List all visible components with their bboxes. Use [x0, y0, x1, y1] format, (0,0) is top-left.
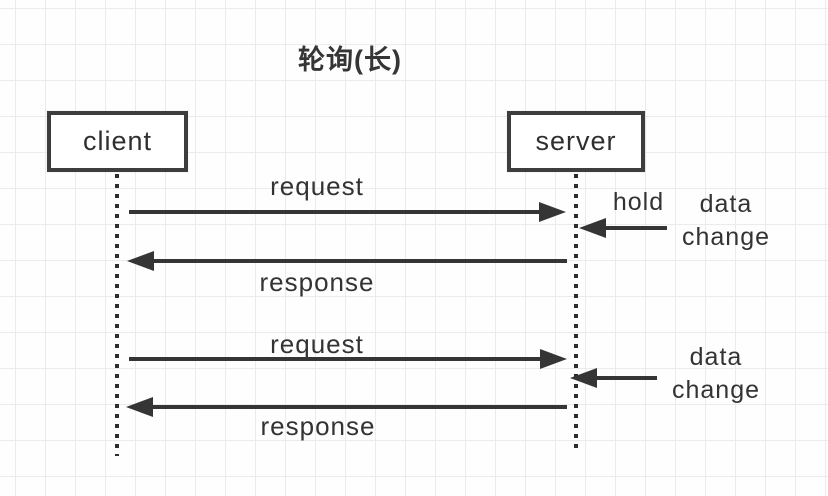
arrow-line — [606, 226, 667, 230]
data-change-arrow-1 — [579, 218, 667, 238]
data-change-line2: change — [671, 376, 761, 404]
arrow-line — [153, 405, 567, 409]
message-arrow-request-1 — [129, 202, 566, 222]
message-arrow-request-2 — [129, 349, 567, 369]
arrowhead-left-icon — [127, 251, 154, 271]
arrowhead-right-icon — [540, 349, 567, 369]
arrow-line — [154, 259, 567, 263]
arrowhead-right-icon — [539, 202, 566, 222]
arrowhead-left-icon — [579, 218, 606, 238]
message-label-request-1: request — [270, 171, 364, 201]
hold-label: hold — [612, 188, 665, 216]
arrowhead-left-icon — [570, 368, 597, 388]
lifeline-client — [115, 174, 119, 456]
arrowhead-left-icon — [126, 397, 153, 417]
data-change-line1: data — [699, 190, 753, 218]
arrow-line — [129, 357, 540, 361]
arrow-line — [129, 210, 539, 214]
data-change-label-1: data change — [661, 188, 791, 254]
actor-box-server: server — [507, 111, 645, 172]
message-label-request-2: request — [270, 329, 364, 359]
message-arrow-response-1 — [127, 251, 567, 271]
message-arrow-response-2 — [126, 397, 567, 417]
message-label-response-2: response — [260, 411, 376, 441]
actor-label-client: client — [82, 126, 153, 156]
message-label-response-1: response — [259, 267, 375, 297]
actor-box-client: client — [47, 111, 188, 172]
lifeline-server — [574, 174, 578, 454]
arrow-line — [597, 376, 657, 380]
diagram-title: 轮询(长) — [298, 45, 402, 75]
data-change-arrow-2 — [570, 368, 657, 388]
actor-label-server: server — [535, 126, 617, 156]
data-change-label-2: data change — [651, 341, 781, 407]
data-change-line1: data — [689, 343, 743, 371]
data-change-line2: change — [681, 223, 771, 251]
